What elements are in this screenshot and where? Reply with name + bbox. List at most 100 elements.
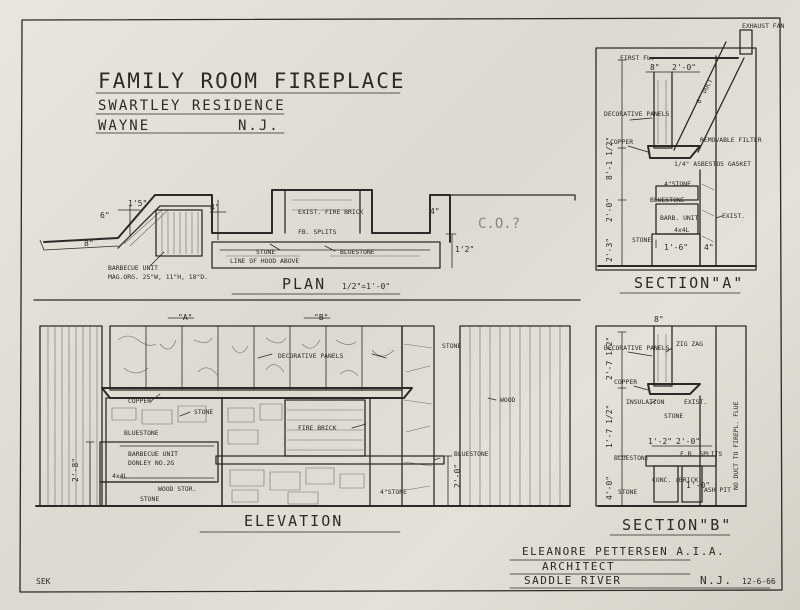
section-a-label-copper: COPPER	[610, 138, 633, 146]
elev-label-stone-top: STONE	[442, 342, 461, 350]
plan-label-barbecue-spec: MAG.ORG. 25"W, 11"H, 18"D.	[108, 273, 208, 281]
section-a-dim-v3: 2'-3"	[605, 238, 614, 262]
section-a-label-duct: 6" DUCT	[695, 77, 715, 105]
section-b-view: 2'-7 1/2" 1'-7 1/2" 4'-0" 8" 1'-2" 2'-0"…	[595, 315, 747, 536]
section-a-dim-v2: 2'-0"	[605, 198, 614, 222]
town-name: WAYNE	[98, 118, 150, 134]
elev-label-stone-right: 4"STONE	[380, 488, 407, 496]
section-b-label-bluestone: BLUESTONE	[614, 454, 649, 462]
plan-heading: PLAN	[282, 275, 326, 293]
elev-label-copper: COPPER	[128, 397, 151, 405]
section-a-exhaust-fan	[739, 29, 753, 55]
elev-dim-right: 2'-0"	[453, 464, 462, 488]
section-a-heading: SECTION"A"	[634, 274, 744, 292]
section-a-view: 8'-1 1/2" 2'-0" 2'-3" 8" 2'-0" 1'-6" 4" …	[595, 22, 784, 294]
section-a-dim-b2: 4"	[704, 243, 714, 252]
section-a-dim-b1: 1'-6"	[664, 243, 688, 252]
elev-label-angle: 4x4L	[112, 472, 128, 480]
section-a-dim-top-b: 2'-0"	[672, 63, 696, 72]
section-b-label-ash-pit: ASH PIT	[704, 486, 731, 494]
section-a-label-decorative-panels: DECORATIVE PANELS	[604, 110, 670, 118]
section-a-label-gasket: 1/4" ASBESTOS GASKET	[674, 160, 751, 168]
section-b-label-vertical-note: NO DUCT TO FIREPL. FLUE	[732, 401, 740, 490]
plan-pencil-note: C.O.?	[478, 216, 520, 232]
section-b-dim-top: 8"	[654, 315, 664, 324]
section-a-label-barb-unit: BARB. UNIT	[660, 214, 699, 222]
plan-dim-6: 6"	[100, 211, 110, 220]
elev-mark-a: "A"	[178, 313, 192, 322]
section-b-label-exist: EXIST.	[684, 398, 707, 406]
elev-label-barbecue-unit: BARBECUE UNIT	[128, 450, 178, 458]
section-b-label-copper: COPPER	[614, 378, 637, 386]
architect-state: N.J.	[700, 574, 733, 587]
plan-dim-4b: 4"	[430, 207, 440, 216]
section-b-dim-b1: 1'-2"	[648, 437, 672, 446]
section-a-label-stone-4: 4"STONE	[664, 180, 691, 188]
elev-mark-b: "B"	[314, 313, 328, 322]
section-b-label-fb-splits: F.B. SPLITS	[680, 450, 722, 458]
architect-title: ARCHITECT	[542, 560, 615, 573]
section-a-label-removable-filter: REMOVABLE FILTER	[700, 136, 762, 144]
section-b-heading: SECTION"B"	[622, 516, 732, 534]
section-a-dim-top-a: 8"	[650, 63, 660, 72]
plan-label-exist-fire-brick: EXIST. FIRE BRICK	[298, 208, 364, 216]
sheet-border	[19, 17, 783, 593]
elev-label-bluestone-right: BLUESTONE	[454, 450, 489, 458]
state-name: N.J.	[238, 118, 280, 134]
section-a-label-exhaust-fan: EXHAUST FAN	[742, 22, 784, 30]
plan-label-fb-splits: FB. SPLITS	[298, 228, 337, 236]
section-b-label-decorative-panels: DECORATIVE PANELS	[604, 344, 670, 352]
section-b-label-conc: CONC. (BRICK)	[652, 476, 702, 484]
plan-label-barbecue-unit: BARBECUE UNIT	[108, 264, 158, 272]
plan-dim-12: 1'2"	[455, 245, 474, 254]
plan-label-bluestone: BLUESTONE	[340, 248, 375, 256]
section-a-label-first-fl: FIRST FL.	[620, 54, 655, 62]
elev-label-wood-stor: WOOD STOR.	[158, 485, 196, 493]
elev-label-bluestone-left: BLUESTONE	[124, 429, 159, 437]
section-b-dim-v1: 2'-7 1/2"	[605, 337, 614, 380]
title-block: FAMILY ROOM FIREPLACE SWARTLEY RESIDENCE…	[95, 69, 406, 134]
plan-dim-8: 8"	[84, 239, 94, 248]
plan-dim-4a: 4"	[210, 203, 220, 212]
architect-name: ELEANORE PETTERSEN A.I.A.	[522, 545, 725, 558]
section-b-dim-b2: 2'-0"	[676, 437, 700, 446]
elev-label-decorative-panels: DECORATIVE PANELS	[278, 352, 344, 360]
elevation-view: 2'-8" 2'-0" "A" "B" STONE DECORATIVE PAN…	[35, 313, 571, 533]
residence-name: SWARTLEY RESIDENCE	[98, 98, 286, 114]
plan-view: 1'5" 6" 8" 4" 4" 1'2" EXIST. FIRE BRICK …	[39, 189, 576, 295]
elev-label-stone-bottom: STONE	[140, 495, 159, 503]
elev-label-stone-mid: STONE	[194, 408, 213, 416]
section-b-label-insulation: INSULATION	[626, 398, 665, 406]
plan-barbecue-box	[155, 209, 203, 257]
section-b-label-stone-bottom: STONE	[618, 488, 637, 496]
elev-copper-hood	[101, 387, 413, 399]
section-b-dim-v3: 4'-0"	[605, 476, 614, 500]
section-b-label-stone: STONE	[664, 412, 683, 420]
elev-label-wood: WOOD	[500, 396, 516, 404]
architect-city: SADDLE RIVER	[524, 574, 621, 587]
plan-label-stone: STONE	[256, 248, 275, 256]
section-b-label-zig-zag: ZIG ZAG	[676, 340, 703, 348]
section-b-dim-v2: 1'-7 1/2"	[605, 405, 614, 448]
plan-label-hood-above: LINE OF HOOD ABOVE	[230, 257, 299, 265]
section-a-label-angle: 4x4L	[674, 226, 690, 234]
plan-dim-15: 1'5"	[128, 199, 147, 208]
section-a-label-stone: STONE	[632, 236, 651, 244]
elev-dim-height: 2'-8"	[71, 458, 80, 482]
elev-decorative-panels	[109, 325, 403, 391]
elev-bluestone-hearth	[215, 455, 445, 465]
drafter-initials: SEK	[36, 577, 51, 586]
section-a-label-bluestone: BLUESTONE	[650, 196, 685, 204]
elevation-heading: ELEVATION	[244, 512, 343, 530]
section-a-dim-v1: 8'-1 1/2"	[605, 137, 614, 180]
elev-label-fire-brick: FIRE BRICK	[298, 424, 337, 432]
section-a-label-exist: EXIST.	[722, 212, 745, 220]
elev-label-barbecue-model: DONLEY NO.2G	[128, 459, 174, 467]
drawing-title: FAMILY ROOM FIREPLACE	[98, 69, 406, 93]
section-b-dim-b3: 1'-0"	[686, 481, 710, 490]
drawing-date: 12-6-66	[742, 577, 776, 586]
architect-block: ELEANORE PETTERSEN A.I.A. ARCHITECT SADD…	[36, 545, 776, 589]
plan-scale: 1/2"=1'-0"	[342, 282, 390, 291]
